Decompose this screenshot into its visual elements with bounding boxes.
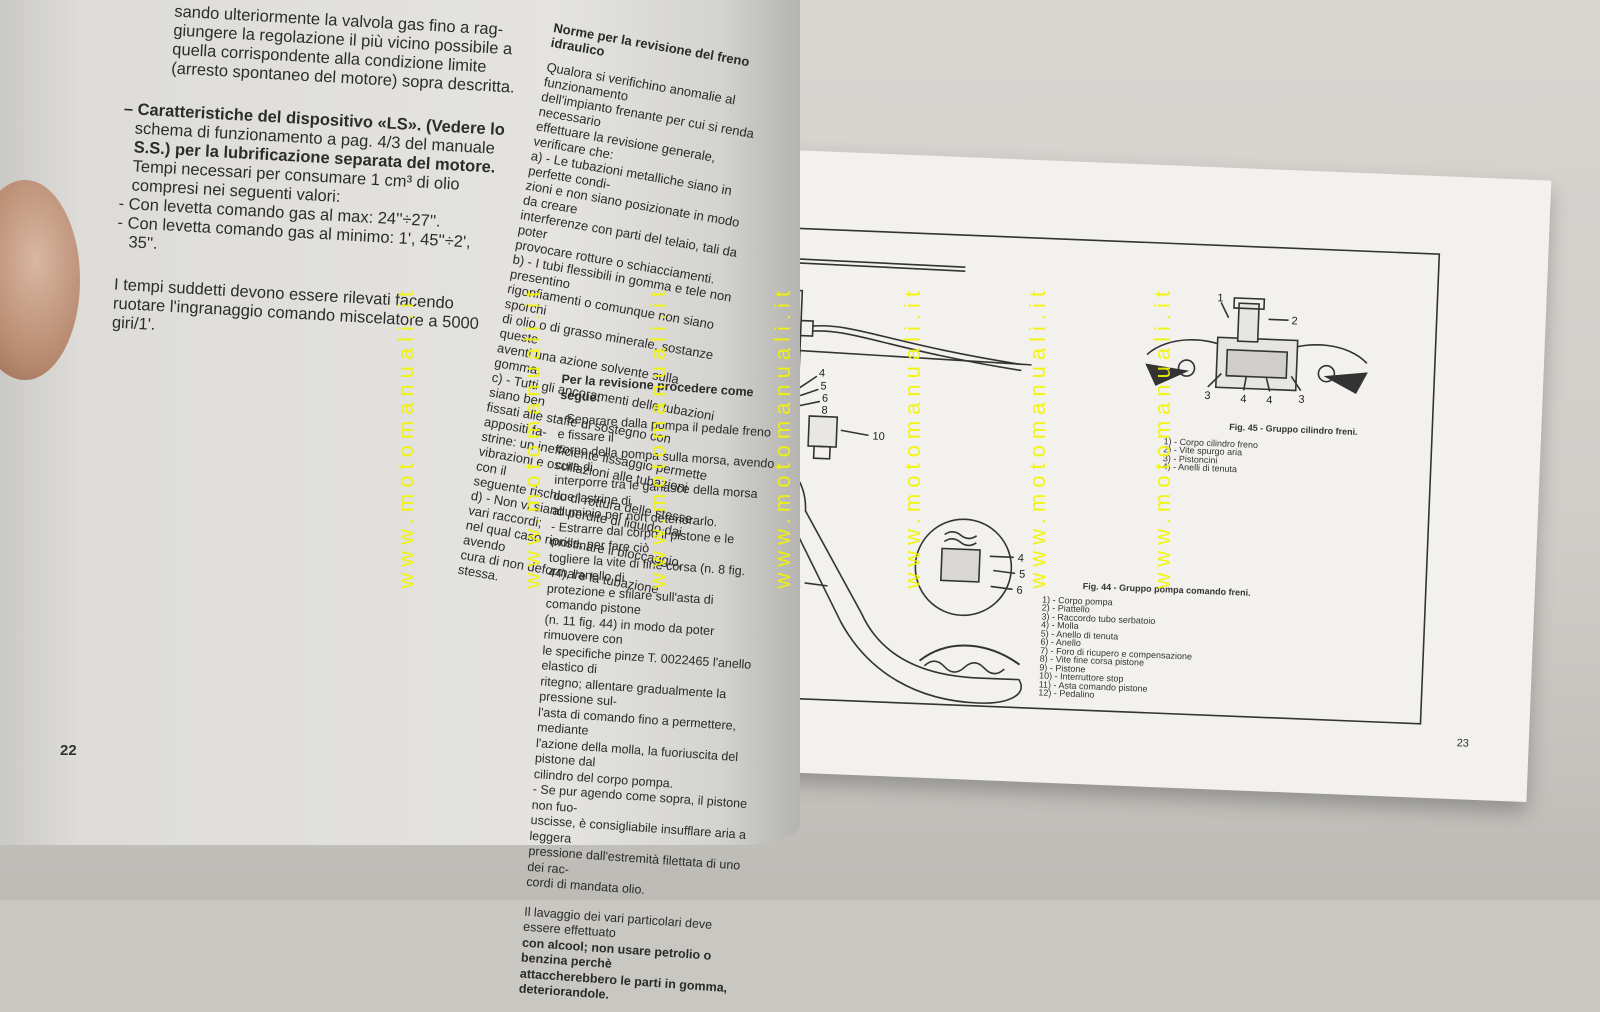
callout-45-3b: 3 <box>1298 394 1305 406</box>
callout-45-3: 3 <box>1204 390 1211 402</box>
watermark-text: www.motomanuali.it <box>1025 285 1050 589</box>
callout-4b: 4 <box>1018 552 1025 564</box>
callout-45-2: 2 <box>1291 315 1298 327</box>
right-page: 1 2 4 5 6 8 10 12 4 5 6 1 2 3 4 4 3 Fig.… <box>715 148 1552 803</box>
callout-45-4b: 4 <box>1266 394 1273 406</box>
callout-5: 5 <box>820 380 827 392</box>
brake-diagram: 1 2 4 5 6 8 10 12 4 5 6 1 2 3 4 4 3 <box>732 225 1441 725</box>
callout-8: 8 <box>821 404 828 416</box>
page-number-left: 22 <box>60 742 77 759</box>
fig44-caption: Fig. 44 - Gruppo pompa comando freni. 1)… <box>1038 581 1251 705</box>
callout-45-1: 1 <box>1217 292 1224 304</box>
watermark-text: www.motomanuali.it <box>900 285 925 589</box>
callout-45-4: 4 <box>1240 393 1247 405</box>
left-page: sando ulteriormente la valvola gas fino … <box>0 0 800 1002</box>
callout-10: 10 <box>872 431 885 443</box>
callout-5b: 5 <box>1019 569 1026 581</box>
fig45-caption: Fig. 45 - Gruppo cilindro freni. 1) - Co… <box>1162 422 1357 479</box>
page-number-right: 23 <box>1456 737 1470 750</box>
watermark-text: www.motomanuali.it <box>1150 285 1175 589</box>
callout-6b: 6 <box>1016 584 1023 596</box>
left-text-column: sando ulteriormente la valvola gas fino … <box>111 0 549 356</box>
watermark-text: www.motomanuali.it <box>645 285 670 589</box>
watermark-text: www.motomanuali.it <box>393 285 418 589</box>
watermark-text: www.motomanuali.it <box>770 285 795 589</box>
watermark-text: www.motomanuali.it <box>520 285 545 589</box>
callout-4: 4 <box>819 367 826 379</box>
callout-6: 6 <box>822 392 829 404</box>
